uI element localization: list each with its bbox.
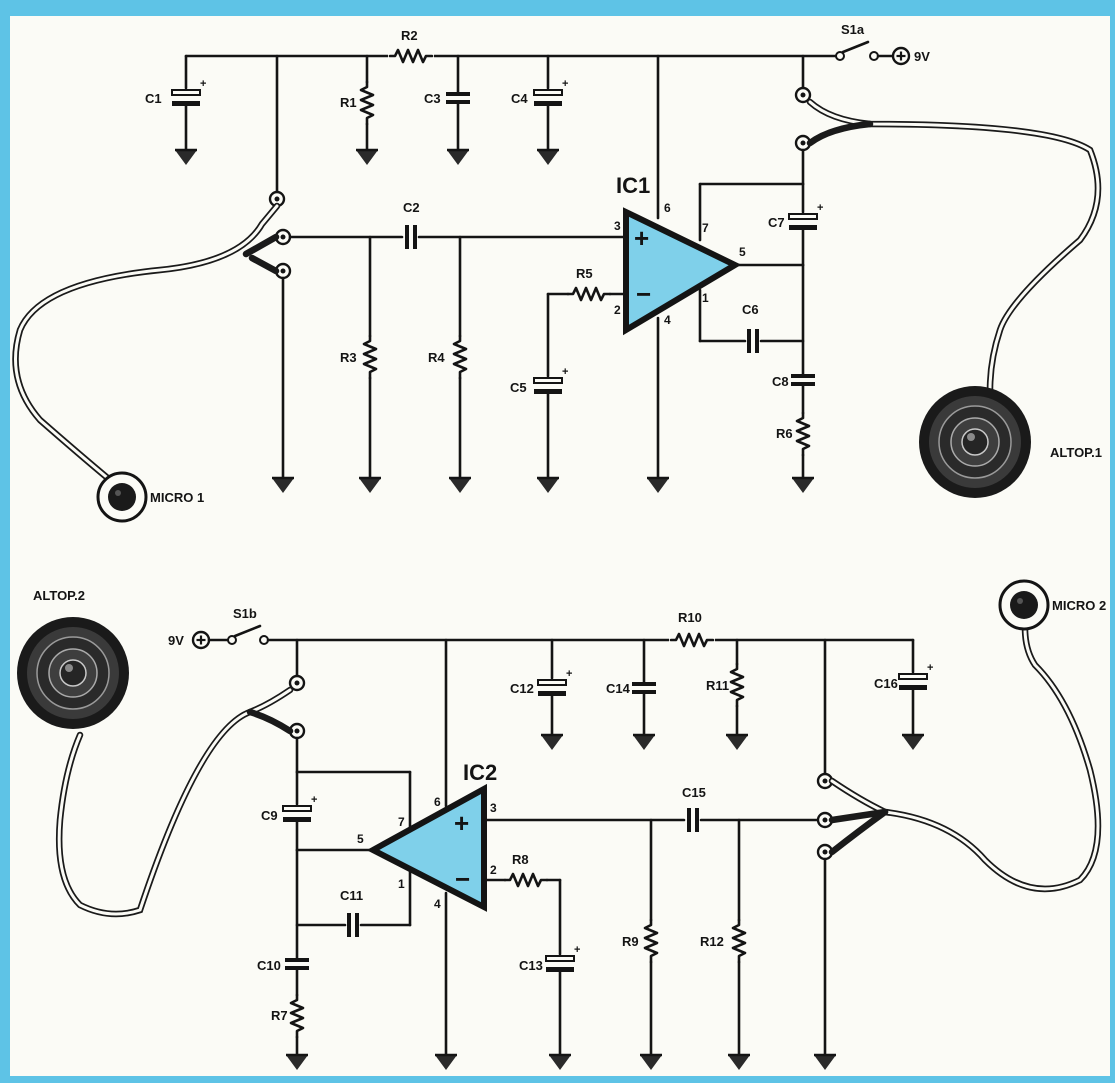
label-r1: R1 — [340, 95, 357, 110]
ic2-pin-6: 6 — [434, 795, 441, 809]
label-c1: C1 — [145, 91, 162, 106]
ic1-minus-sign: − — [636, 279, 651, 309]
label-r6: R6 — [776, 426, 793, 441]
ic1-pin-3: 3 — [614, 219, 621, 233]
label-ic2: IC2 — [463, 760, 497, 785]
label-c3: C3 — [424, 91, 441, 106]
microphone-1 — [96, 471, 148, 523]
opamp-ic1: + − IC1 3 2 6 4 7 1 5 — [614, 173, 746, 336]
ic2-pin-5: 5 — [357, 832, 364, 846]
opamp-ic2: + − IC2 6 4 3 2 7 1 5 — [357, 760, 497, 912]
switch-s1a: S1a 9V — [835, 22, 930, 66]
ic2-pin-2: 2 — [490, 863, 497, 877]
label-altop2: ALTOP.2 — [33, 588, 85, 603]
label-r2: R2 — [401, 28, 418, 43]
label-r4: R4 — [428, 350, 445, 365]
ic2-plus-sign: + — [454, 808, 469, 838]
ic1-pin-2: 2 — [614, 303, 621, 317]
label-ic1: IC1 — [616, 173, 650, 198]
label-micro2: MICRO 2 — [1052, 598, 1106, 613]
label-9v-top: 9V — [914, 49, 930, 64]
switch-s1b: S1b — [207, 606, 269, 645]
label-s1a: S1a — [841, 22, 865, 37]
label-c8: C8 — [772, 374, 789, 389]
label-altop1: ALTOP.1 — [1050, 445, 1102, 460]
label-r12: R12 — [700, 934, 724, 949]
label-c13: C13 — [519, 958, 543, 973]
circuit-ic1: S1a 9V C1 R2 R1 C3 C4 — [12, 22, 1102, 523]
ic2-pin-7: 7 — [398, 815, 405, 829]
label-c11: C11 — [340, 888, 363, 903]
label-r11: R11 — [706, 678, 729, 693]
label-c6: C6 — [742, 302, 759, 317]
label-c12: C12 — [510, 681, 534, 696]
speaker-altop1 — [919, 386, 1031, 498]
label-c14: C14 — [606, 681, 631, 696]
label-r9: R9 — [622, 934, 639, 949]
label-c7: C7 — [768, 215, 785, 230]
label-c9: C9 — [261, 808, 278, 823]
label-c2: C2 — [403, 200, 420, 215]
ic2-pin-1: 1 — [398, 877, 405, 891]
label-r5: R5 — [576, 266, 593, 281]
ic1-pin-4: 4 — [664, 313, 671, 327]
speaker-altop2 — [17, 617, 129, 729]
label-r3: R3 — [340, 350, 357, 365]
ic2-pin-4: 4 — [434, 897, 441, 911]
label-c16: C16 — [874, 676, 898, 691]
ic1-pin-6: 6 — [664, 201, 671, 215]
ic1-pin-7: 7 — [702, 221, 709, 235]
label-c4: C4 — [511, 91, 528, 106]
label-c5: C5 — [510, 380, 527, 395]
label-micro1: MICRO 1 — [150, 490, 204, 505]
label-r10: R10 — [678, 610, 702, 625]
ic1-plus-sign: + — [634, 223, 649, 253]
ic2-pin-3: 3 — [490, 801, 497, 815]
circuit-ic2: 9V S1b C12 C14 R10 — [17, 579, 1106, 1072]
ic2-minus-sign: − — [455, 864, 470, 894]
label-r8: R8 — [512, 852, 529, 867]
ic1-pin-1: 1 — [702, 291, 709, 305]
label-r7: R7 — [271, 1008, 288, 1023]
ic1-pin-5: 5 — [739, 245, 746, 259]
microphone-2 — [998, 579, 1050, 631]
label-9v-bottom: 9V — [168, 633, 184, 648]
label-s1b: S1b — [233, 606, 257, 621]
label-c15: C15 — [682, 785, 706, 800]
label-c10: C10 — [257, 958, 281, 973]
